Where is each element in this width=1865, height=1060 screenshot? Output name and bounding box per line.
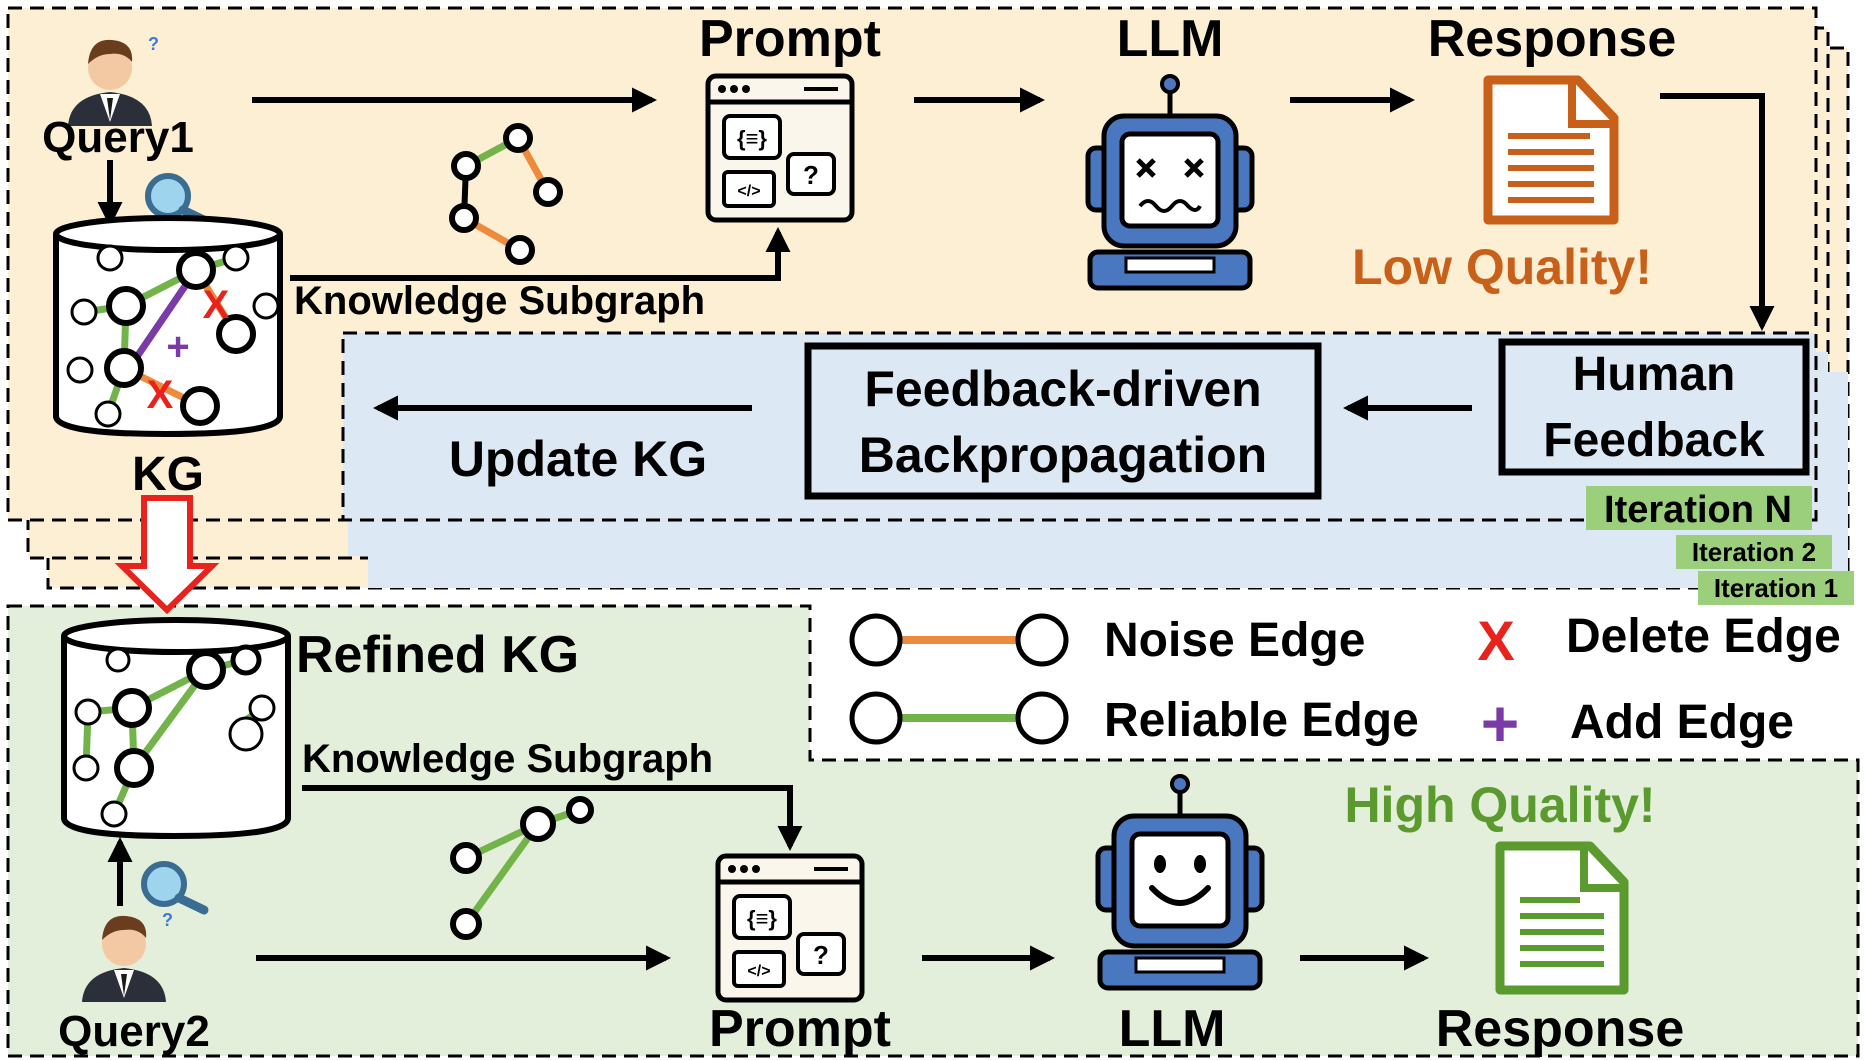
response-label-top: Response [1428,10,1677,68]
refined-kg-label: Refined KG [296,626,579,684]
refine-down-arrow [114,495,220,615]
iteration-tags: Iteration N Iteration 2 Iteration 1 [1586,486,1854,605]
prompt-icon: {≡} ? </> [705,73,855,223]
delete-mark: X [147,373,174,417]
human-feedback-box: Human Feedback [1498,338,1810,476]
svg-text:?: ? [813,940,829,970]
subgraph-label-bottom: Knowledge Subgraph [302,737,713,781]
subgraph-graphic [449,123,563,265]
human-feedback-line2: Feedback [1543,414,1765,467]
iteration-2-label: Iteration 2 [1692,537,1816,567]
llm-label-bottom: LLM [1119,1000,1226,1058]
feedback-panel [341,331,1818,522]
delete-mark: X [203,283,230,327]
svg-text:{≡}: {≡} [747,906,777,931]
search-icon [141,861,209,915]
refined-kg-database [61,617,291,840]
query2-label: Query2 [58,1007,210,1056]
human-feedback-line1: Human [1573,348,1736,401]
backpropagation-box: Feedback-driven Backpropagation [804,342,1322,500]
svg-text:?: ? [803,160,819,190]
user-icon: ? [68,34,159,126]
legend-add-symbol: + [1481,686,1520,760]
low-quality-label: Low Quality! [1352,239,1652,295]
add-mark: + [166,325,189,369]
backprop-line1: Feedback-driven [864,361,1261,417]
response-label-bottom: Response [1436,1000,1685,1058]
prompt-icon: {≡} ? </> [715,853,865,1003]
legend-add-edge: Add Edge [1570,696,1794,749]
svg-text:?: ? [148,34,159,54]
legend-delete-symbol: X [1477,609,1514,672]
bottom-panel [6,604,1860,1058]
iteration-1-label: Iteration 1 [1714,573,1838,603]
legend-noise-edge: Noise Edge [1104,614,1365,667]
user-icon: ? [82,910,173,1002]
iteration-n-label: Iteration N [1604,489,1792,531]
svg-text:?: ? [162,910,173,930]
kg-database: X X + [53,215,283,438]
robot-sad-icon [1085,74,1255,291]
legend-delete-edge: Delete Edge [1566,610,1841,663]
document-low-quality-icon [1483,75,1619,225]
refined-subgraph-graphic [450,796,594,940]
svg-text:{≡}: {≡} [737,126,767,151]
robot-happy-icon [1095,774,1265,991]
top-panel [6,6,1818,522]
query1-label: Query1 [42,113,194,162]
svg-text:</>: </> [737,183,760,200]
legend-reliable-edge: Reliable Edge [1104,694,1419,747]
high-quality-label: High Quality! [1344,777,1655,833]
svg-text:</>: </> [747,963,770,980]
prompt-label-bottom: Prompt [709,1000,891,1058]
backprop-line2: Backpropagation [859,427,1267,483]
update-kg-label: Update KG [449,431,707,487]
kg-label: KG [132,448,204,501]
document-high-quality-icon [1495,841,1629,995]
subgraph-label-top: Knowledge Subgraph [294,279,705,323]
legend: Noise Edge Reliable Edge X Delete Edge +… [849,609,1841,760]
llm-label-top: LLM [1117,10,1224,68]
prompt-label-top: Prompt [699,10,881,68]
